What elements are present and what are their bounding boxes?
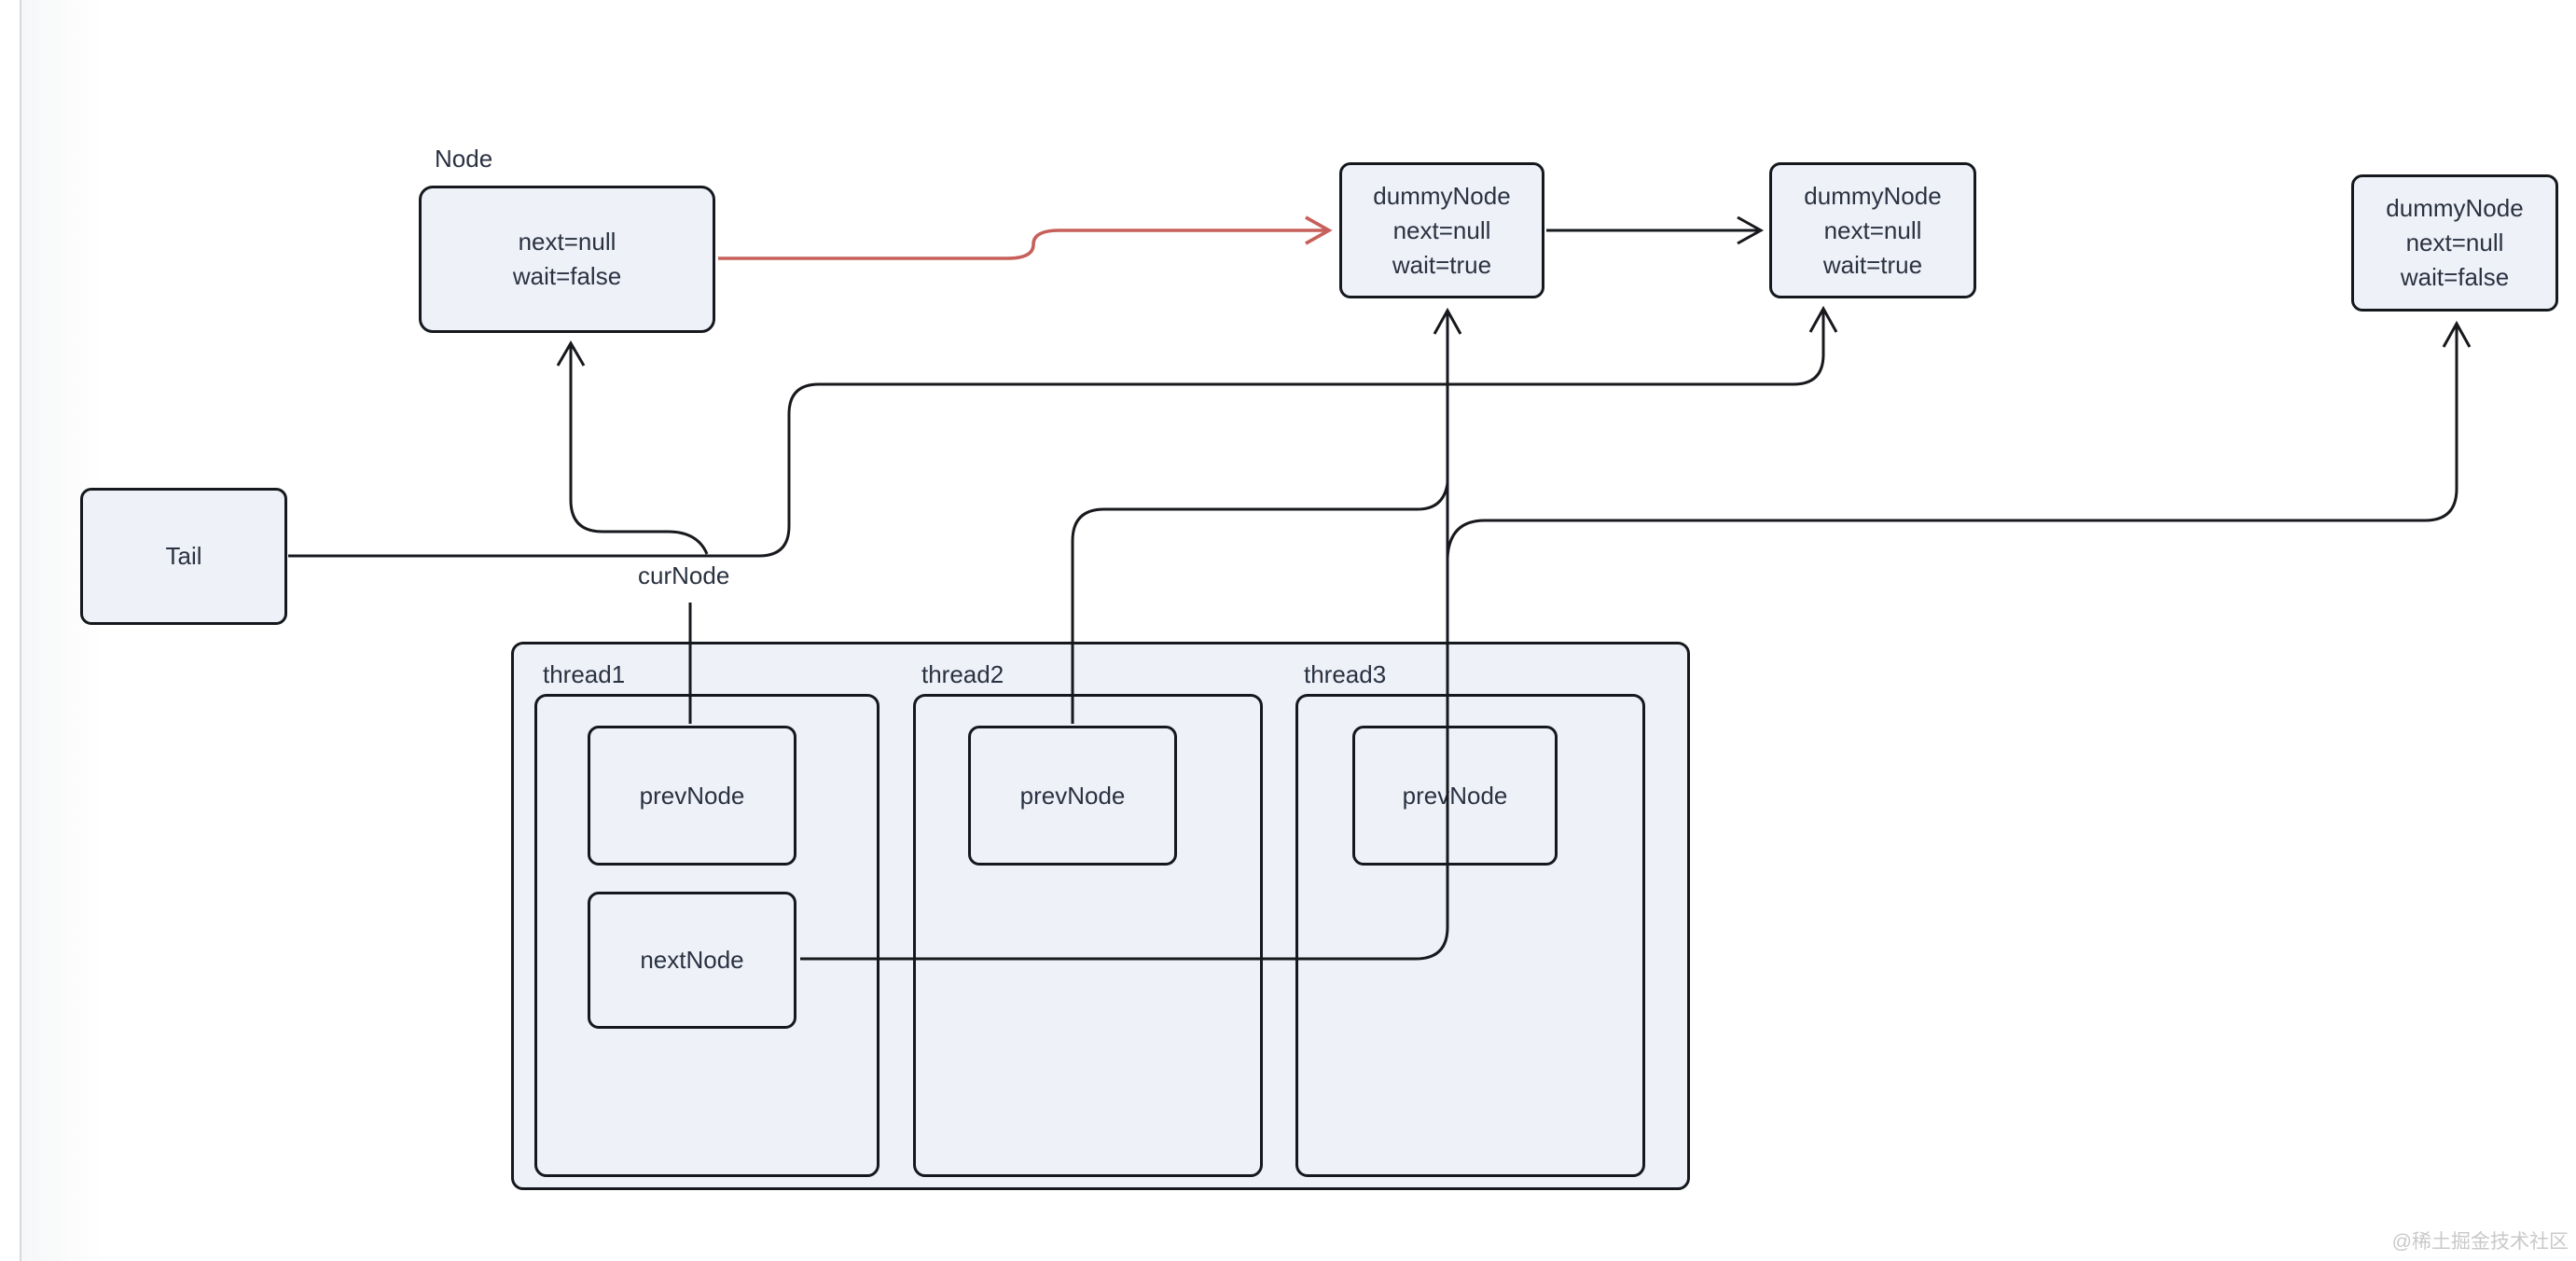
tail-box-label: Tail [165,542,202,570]
curnode-to-node-arrowhead [556,340,586,367]
thread1-nextnode-label: nextNode [640,946,744,974]
thread3-label: thread3 [1304,660,1387,688]
tail-to-dummy2-connector [288,310,1825,558]
thread3-prevnode-box: prevNode [1352,726,1558,866]
dummy-node-line: next=null [2405,229,2504,256]
dummy-node-1-box: dummyNode next=null wait=true [1339,162,1544,298]
page-left-gradient [21,0,105,1261]
thread2-label: thread2 [921,660,1004,688]
dummy-node-2-box: dummyNode next=null wait=true [1769,162,1976,298]
watermark-text: @稀土掘金技术社区 [2391,1231,2569,1253]
thread2-prevnode-label: prevNode [1019,781,1126,810]
thread1-label: thread1 [543,660,626,688]
curnode-label: curNode [638,561,730,589]
curnode-to-node-connector [569,344,709,555]
node-box-line: wait=false [512,262,622,290]
thread3-prevnode-label: prevNode [1402,781,1508,810]
dummy-node-line: next=null [1392,215,1491,244]
branch-to-dummy3-arrowhead [2442,320,2472,348]
branch-to-dummy3-connector [1446,325,2458,559]
dummy-node-line: dummyNode [2386,194,2524,222]
dummy-node-line: dummyNode [1373,181,1511,210]
dummy-node-line: wait=true [1392,250,1492,279]
node-box-line: next=null [518,228,616,256]
node-to-dummy1-red-arrowhead [1305,215,1333,245]
dummy-node-line: next=null [1823,215,1922,244]
dummy-node-line: wait=true [1822,250,1923,279]
dummy-node-line: wait=false [2400,263,2510,291]
thread1-prevnode-box: prevNode [588,726,796,866]
thread1-prevnode-label: prevNode [639,781,745,810]
tail-box: Tail [80,488,287,625]
thread1-nextnode-box: nextNode [588,892,796,1029]
dummy-node-line: dummyNode [1804,181,1942,210]
node-title-label: Node [435,145,493,173]
page-left-divider [20,0,21,1261]
tail-to-dummy2-arrowhead [1808,305,1838,333]
thread2-prevnode-box: prevNode [968,726,1177,866]
dummy1-to-dummy2-arrowhead [1737,215,1765,245]
node-box: next=null wait=false [419,186,715,333]
nextnode-to-dummy1-arrowhead [1433,307,1462,335]
node-to-dummy1-red-connector [718,229,1328,260]
dummy-node-3-box: dummyNode next=null wait=false [2351,174,2558,312]
